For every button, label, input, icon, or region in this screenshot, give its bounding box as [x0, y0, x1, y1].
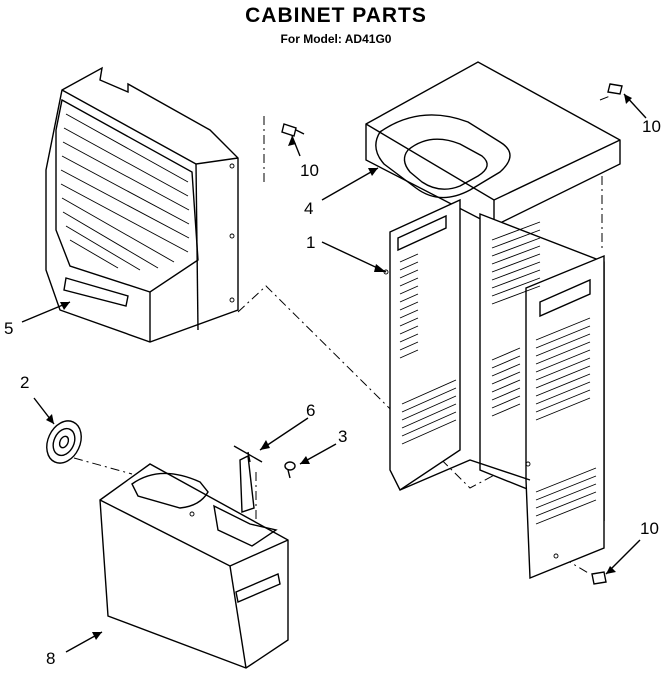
screw-10-upper-left — [281, 123, 305, 137]
part-8-water-bucket — [99, 463, 289, 669]
callout-5: 5 — [4, 319, 13, 338]
page-title: CABINET PARTS — [245, 4, 427, 27]
leader-lines — [21, 93, 647, 653]
part-4-top-cover — [365, 61, 621, 227]
vent-slots-left — [399, 253, 457, 445]
model-subtitle: For Model: AD41G0 — [280, 32, 392, 46]
part-6-float-rod — [233, 445, 263, 513]
vent-slots-right — [535, 317, 597, 525]
callout-2: 2 — [20, 373, 29, 392]
screw-10-upper-right — [607, 83, 623, 95]
callout-1: 1 — [306, 233, 315, 252]
callout-10-upper-right: 10 — [642, 117, 661, 136]
callout-4: 4 — [304, 199, 313, 218]
vent-slots-back — [491, 221, 541, 417]
callout-8: 8 — [46, 649, 55, 668]
part-5-front-grille-panel — [45, 66, 239, 343]
part-2-grommet — [46, 420, 82, 464]
callout-6: 6 — [306, 401, 315, 420]
part-3-clip — [284, 461, 296, 479]
callout-10-upper-left: 10 — [300, 161, 319, 180]
part-1-rear-cabinet — [383, 198, 605, 580]
callout-3: 3 — [338, 427, 347, 446]
callout-10-lower-right: 10 — [640, 519, 659, 538]
screw-10-lower-right — [591, 571, 607, 585]
